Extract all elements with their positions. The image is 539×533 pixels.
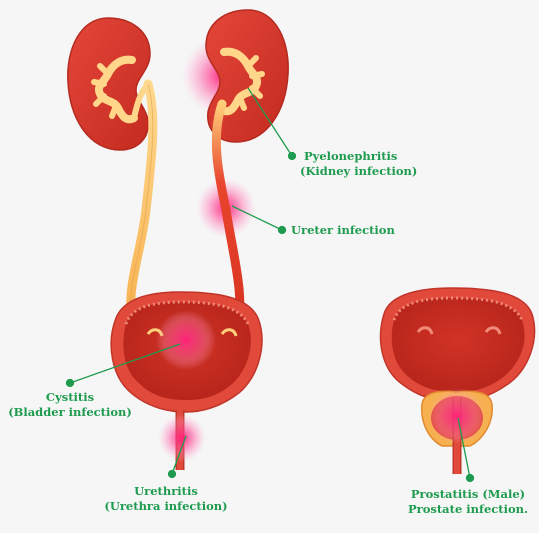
pointer-urethra [171, 435, 187, 475]
pointer-kidney [247, 87, 293, 157]
label-urethritis-sub: (Urethra infection) [104, 499, 228, 513]
left-kidney [67, 17, 152, 151]
pointer-bladder [69, 343, 181, 384]
label-cystitis: Cystitis (Bladder infection) [8, 390, 132, 420]
label-urethritis: Urethritis (Urethra infection) [100, 484, 232, 514]
dot-kidney [287, 151, 297, 161]
label-pyelonephritis-sub: (Kidney infection) [300, 164, 418, 178]
right-kidney [205, 9, 289, 143]
label-urethritis-title: Urethritis [134, 484, 198, 498]
dot-urethra [167, 469, 177, 479]
pointer-lines [65, 87, 475, 483]
label-prostatitis-title: Prostatitis (Male) [410, 487, 526, 501]
prostate-infection-glow [429, 388, 485, 444]
dot-bladder [65, 378, 75, 388]
label-prostatitis-sub: Prostate infection. [408, 502, 528, 516]
bladder-infection-glow [156, 310, 216, 370]
pointer-prostate [457, 417, 471, 479]
dot-prostate [465, 473, 475, 483]
label-pyelonephritis-title: Pyelonephritis [304, 149, 398, 163]
male-bladder [379, 287, 536, 403]
label-ureter-title: Ureter infection [291, 223, 395, 237]
label-pyelonephritis: Pyelonephritis (Kidney infection) [300, 149, 417, 179]
label-ureter: Ureter infection [291, 223, 395, 238]
label-cystitis-title: Cystitis [45, 390, 95, 404]
dot-ureter [277, 225, 287, 235]
pointer-ureter [231, 205, 283, 231]
urethra-infection-glow [158, 414, 206, 462]
label-prostatitis: Prostatitis (Male) Prostate infection. [400, 487, 536, 517]
label-cystitis-sub: (Bladder infection) [8, 405, 132, 419]
